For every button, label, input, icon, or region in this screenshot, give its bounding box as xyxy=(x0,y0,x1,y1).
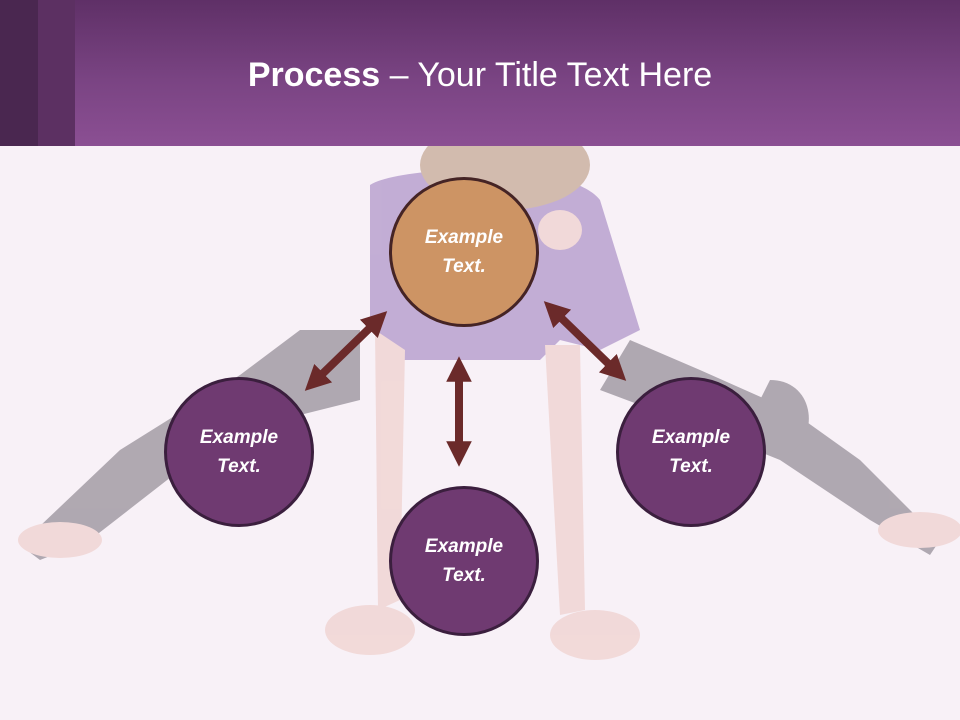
node-label-line: Text. xyxy=(217,456,261,477)
title-bar: Process – Your Title Text Here xyxy=(0,0,960,146)
node-label-line: Text. xyxy=(442,565,486,586)
node-label-line: Example xyxy=(199,427,279,448)
node-label-line: Text. xyxy=(669,456,713,477)
title-dash: – xyxy=(380,56,418,94)
header-accent-stripe xyxy=(0,0,38,146)
node-label-line: Text. xyxy=(442,256,486,277)
slide-title[interactable]: Process – Your Title Text Here xyxy=(0,54,960,96)
node-label-line: Example xyxy=(424,227,504,248)
title-rest: Your Title Text Here xyxy=(417,56,713,94)
node-label-line: Example xyxy=(651,427,731,448)
header-accent-stripe xyxy=(38,0,75,146)
node-label-line: Example xyxy=(424,536,504,557)
title-bold: Process xyxy=(247,56,381,94)
